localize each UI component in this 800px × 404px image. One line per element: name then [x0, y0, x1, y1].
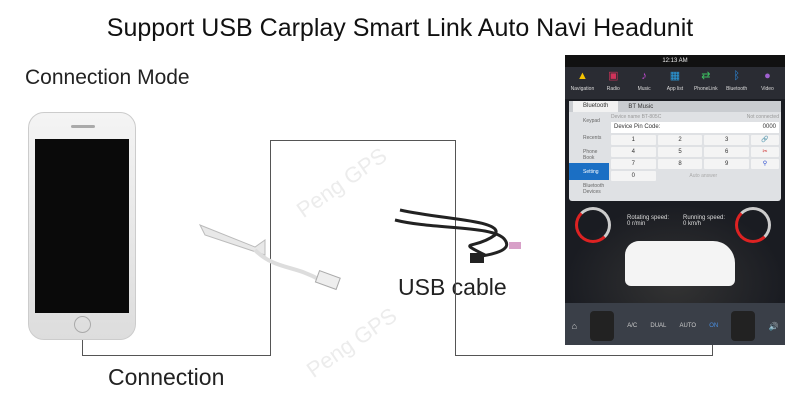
rotating-value: 0 r/min — [627, 221, 646, 227]
key-button[interactable]: 1 — [611, 135, 656, 145]
side-item[interactable]: Recents — [583, 134, 602, 141]
side-item[interactable]: Keypad — [583, 117, 600, 124]
key-button[interactable]: 6 — [704, 147, 749, 157]
app-label: Radio — [606, 86, 620, 92]
home-icon[interactable]: ⌂ — [571, 321, 577, 331]
key-button[interactable]: 8 — [657, 159, 703, 169]
app-app-list[interactable]: ▦ App list — [661, 69, 689, 99]
speed-gauge — [735, 207, 771, 243]
connection-label: Connection — [108, 364, 225, 390]
connector-line — [712, 340, 713, 356]
app-label: Bluetooth — [726, 86, 748, 92]
temp-right-control[interactable] — [731, 311, 756, 341]
search-icon[interactable]: ⚲ — [751, 159, 779, 169]
watermark: Peng GPS — [301, 302, 402, 383]
connector-line — [82, 340, 83, 355]
music-icon: ♪ — [641, 70, 647, 82]
app-label: Navigation — [570, 86, 595, 92]
tab-bt-music[interactable]: BT Music — [628, 103, 654, 110]
key-button[interactable]: 9 — [704, 159, 749, 169]
app-label: PhoneLink — [693, 86, 718, 92]
key-button[interactable]: 2 — [657, 135, 703, 145]
key-button[interactable]: 3 — [704, 135, 749, 145]
auto-button[interactable]: AUTO — [679, 323, 697, 329]
video-icon: ● — [764, 70, 771, 82]
connector-line — [455, 355, 713, 356]
side-item[interactable]: Setting — [569, 163, 609, 180]
connector-line — [455, 140, 456, 356]
on-button[interactable]: ON — [709, 323, 719, 329]
running-label: Running speed: — [683, 215, 726, 221]
app-label: Music — [637, 86, 651, 92]
home-button — [74, 316, 91, 333]
app-music[interactable]: ♪ Music — [630, 69, 658, 99]
volume-icon[interactable]: 🔊 — [768, 321, 779, 331]
phonelink-icon: ⇄ — [701, 70, 711, 82]
connector-line — [270, 140, 456, 141]
app-video[interactable]: ● Video — [753, 69, 781, 99]
device-name: Device name BT-805C — [611, 114, 662, 120]
app-radio[interactable]: ▣ Radio — [599, 69, 627, 99]
smartphone-image — [28, 112, 136, 340]
app-label: App list — [666, 86, 684, 92]
connector-line — [82, 355, 271, 356]
connector-line — [270, 140, 271, 356]
app-navigation[interactable]: ▲ Navigation — [568, 69, 596, 99]
dashboard: Rotating speed:0 r/min Running speed:0 k… — [565, 203, 785, 303]
pin-label: Device Pin Code: — [614, 124, 661, 130]
rpm-gauge — [575, 207, 611, 243]
usb-cable-label: USB cable — [398, 274, 507, 300]
key-button[interactable]: 5 — [657, 147, 703, 157]
car-image — [625, 241, 735, 286]
page-title: Support USB Carplay Smart Link Auto Navi… — [106, 14, 694, 42]
dual-button[interactable]: DUAL — [650, 323, 667, 329]
headunit-screen: 12:13 AM ▲ Navigation ▣ Radio ♪ Music ▦ App lis… — [565, 55, 785, 345]
connection-mode-label: Connection Mode — [25, 66, 190, 89]
unlink-icon[interactable]: ✂ — [751, 147, 779, 157]
app-label: Video — [761, 86, 774, 92]
running-value: 0 km/h — [683, 221, 702, 227]
key-button[interactable]: 4 — [611, 147, 656, 157]
side-item[interactable]: Phone Book — [583, 148, 598, 161]
rotating-label: Rotating speed: — [627, 215, 670, 221]
ac-button[interactable]: A/C — [627, 323, 638, 329]
link-icon[interactable]: 🔗 — [751, 135, 779, 145]
key-button[interactable]: 7 — [611, 159, 656, 169]
tab-bluetooth[interactable]: Bluetooth — [573, 101, 619, 112]
pin-value: 0000 — [762, 124, 776, 130]
app-bluetooth[interactable]: ᛒ Bluetooth — [723, 69, 751, 99]
navigation-icon: ▲ — [576, 70, 588, 82]
app-phonelink[interactable]: ⇄ PhoneLink — [692, 69, 720, 99]
grid-icon: ▦ — [669, 70, 681, 82]
key-button[interactable]: 0 — [611, 171, 656, 181]
radio-icon: ▣ — [608, 70, 619, 82]
temp-left-control[interactable] — [590, 311, 615, 341]
bluetooth-icon: ᛒ — [733, 70, 740, 82]
climate-bar: ⌂ A/C DUAL AUTO ON 🔊 — [565, 303, 785, 345]
status-bar: 12:13 AM — [565, 55, 785, 67]
connection-status: Not connected — [746, 114, 779, 120]
usb-cable-image — [394, 208, 521, 263]
side-item[interactable]: Bluetooth Devices — [583, 182, 605, 195]
auto-answer-toggle[interactable]: Auto answer — [689, 173, 718, 179]
usb-adapter-image — [198, 224, 341, 291]
